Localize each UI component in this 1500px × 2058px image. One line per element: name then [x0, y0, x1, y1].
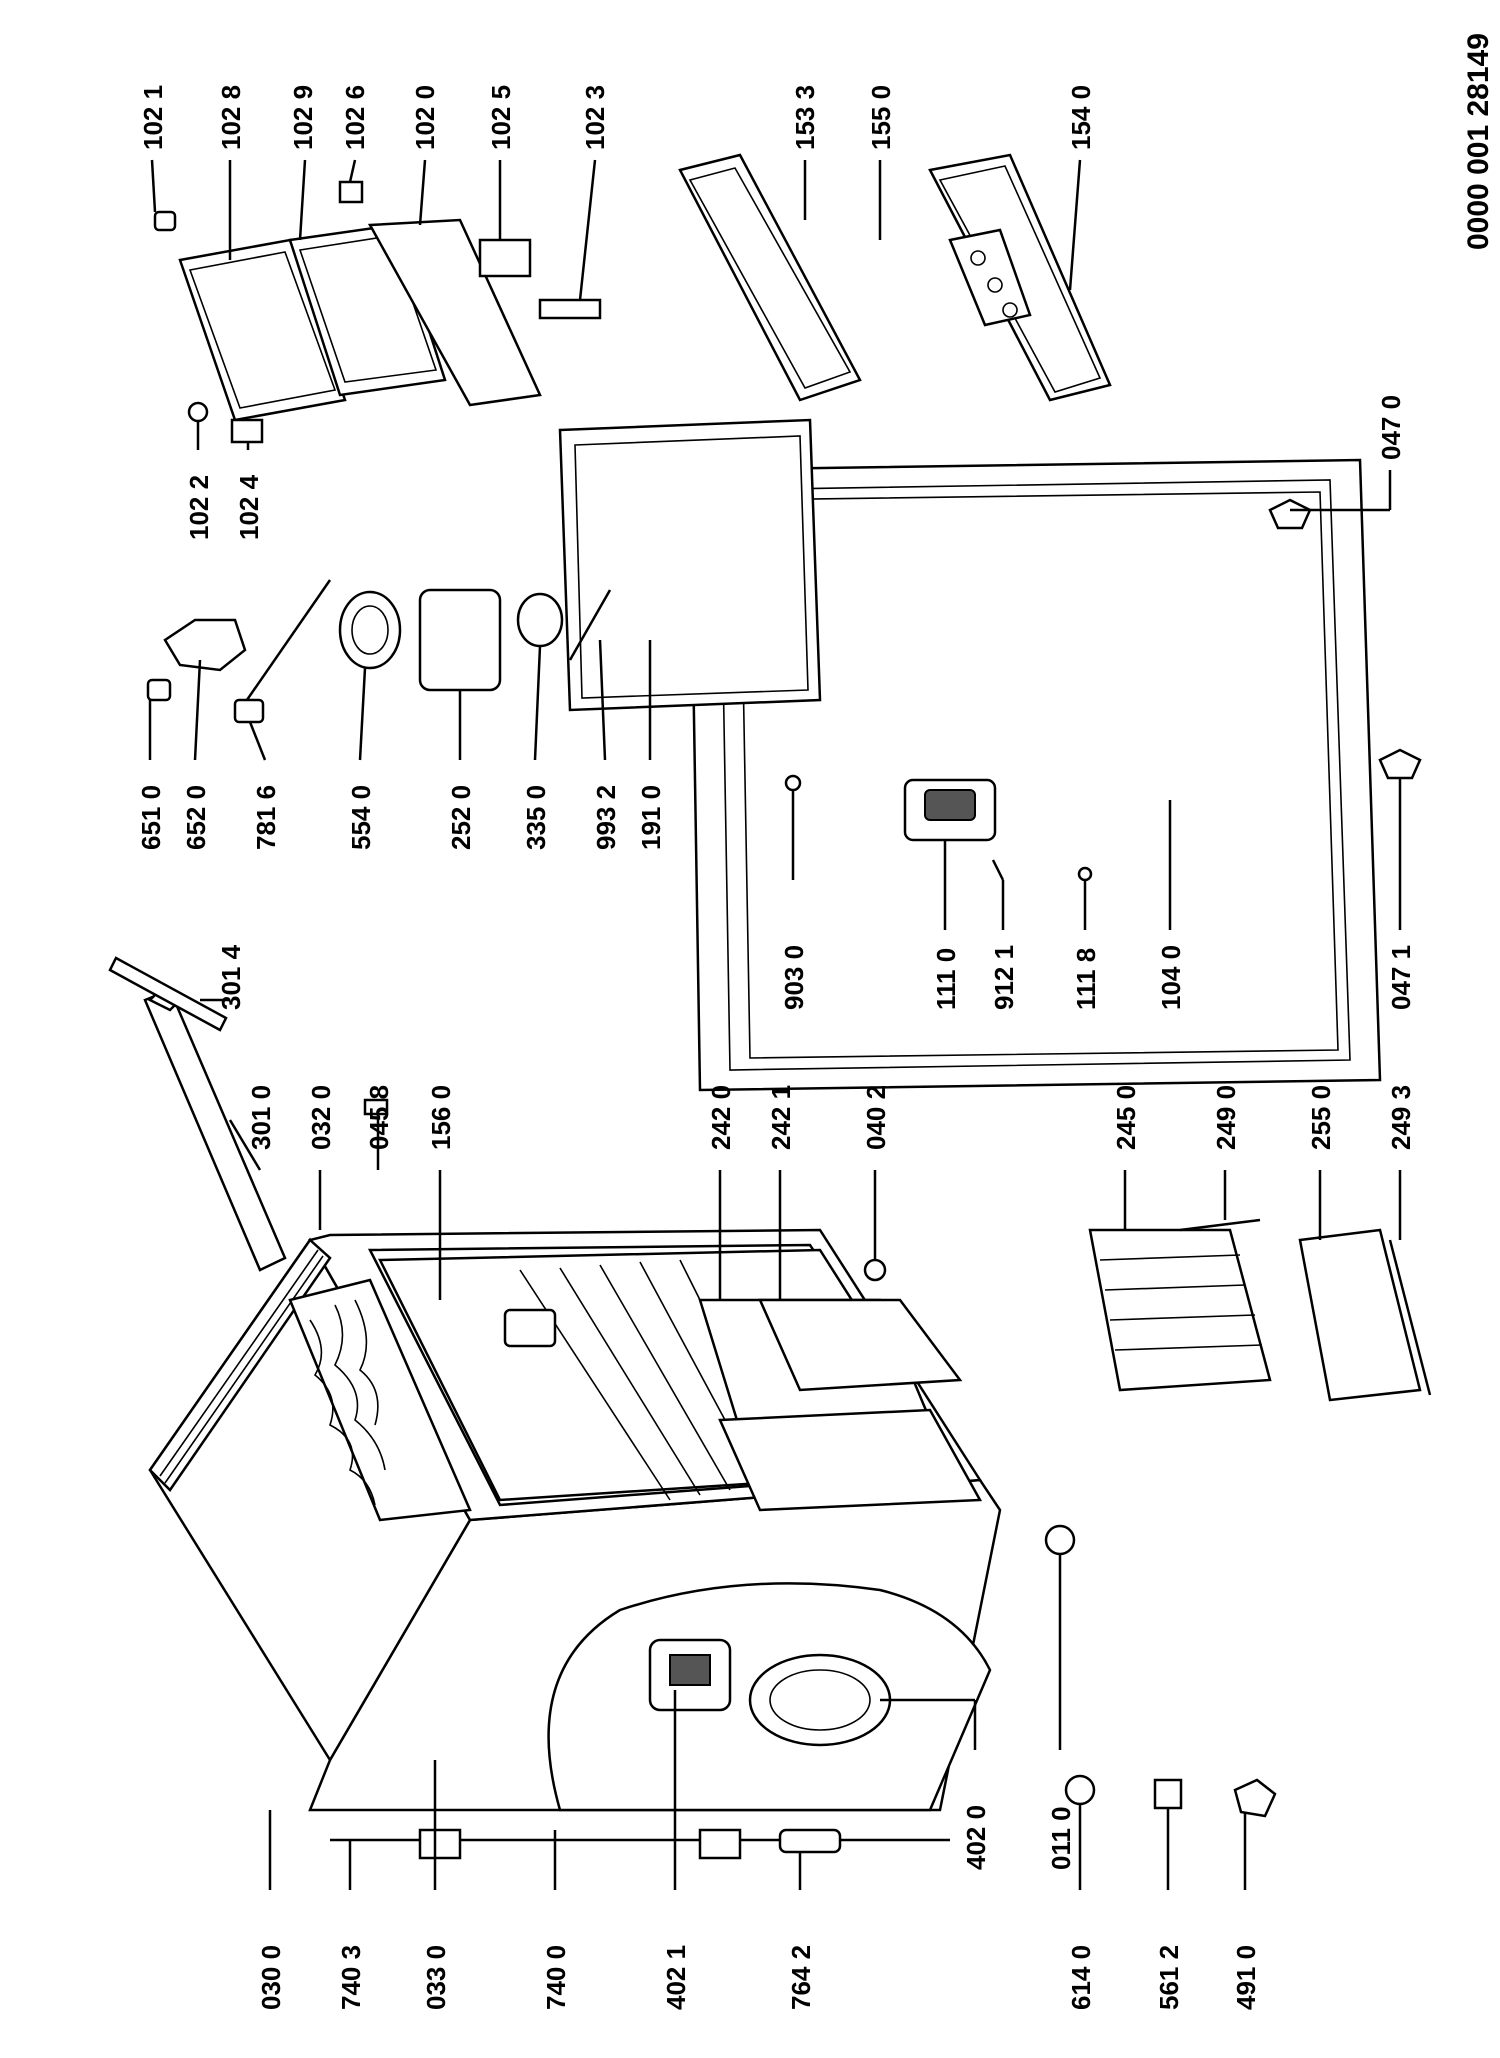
- label-045-8: 045 8: [364, 1085, 394, 1150]
- label-102-1: 102 1: [138, 85, 168, 150]
- part-045-8: [363, 1098, 389, 1116]
- label-102-3: 102 3: [580, 85, 610, 150]
- part-156-0: [503, 1308, 557, 1348]
- label-252-0: 252 0: [446, 785, 476, 850]
- part-561-2: [1153, 1778, 1183, 1810]
- label-554-0: 554 0: [346, 785, 376, 850]
- label-102-0: 102 0: [410, 85, 440, 150]
- label-102-2: 102 2: [184, 475, 214, 540]
- label-245-0: 245 0: [1111, 1085, 1141, 1150]
- label-764-2: 764 2: [786, 1945, 816, 2010]
- part-252-0: [418, 588, 502, 692]
- part-651-0: [146, 678, 172, 702]
- label-903-0: 903 0: [779, 945, 809, 1010]
- label-249-3: 249 3: [1386, 1085, 1416, 1150]
- label-033-0: 033 0: [421, 1945, 451, 2010]
- label-561-2: 561 2: [1154, 1945, 1184, 2010]
- part-335-0: [516, 592, 564, 648]
- part-614-0: [1064, 1774, 1096, 1806]
- part-554-0: [338, 590, 402, 670]
- label-614-0: 614 0: [1066, 1945, 1096, 2010]
- door-shelves: [153, 153, 1112, 444]
- label-047-0: 047 0: [1376, 395, 1406, 460]
- label-030-0: 030 0: [256, 1945, 286, 2010]
- part-102-1: [153, 210, 177, 232]
- label-102-4: 102 4: [234, 474, 264, 540]
- part-102-6: [338, 180, 364, 204]
- compressor-compartment: [547, 1582, 992, 1812]
- label-102-9: 102 9: [288, 85, 318, 150]
- label-402-1: 402 1: [661, 1945, 691, 2010]
- label-249-0: 249 0: [1211, 1085, 1241, 1150]
- kickplate-parts: [108, 956, 287, 1272]
- label-047-1: 047 1: [1386, 945, 1416, 1010]
- label-102-5: 102 5: [486, 85, 516, 150]
- label-156-0: 156 0: [426, 1085, 456, 1150]
- label-111-8: 111 8: [1071, 948, 1101, 1010]
- label-102-6: 102 6: [340, 85, 370, 150]
- label-104-0: 104 0: [1156, 945, 1186, 1010]
- freezer-plate: [288, 1278, 472, 1522]
- label-402-0: 402 0: [961, 1805, 991, 1870]
- part-912-1: [991, 859, 1005, 881]
- part-652-0: [163, 618, 247, 672]
- crisper-drawers: [698, 1298, 983, 1512]
- shelves: [1088, 1218, 1432, 1402]
- drawing-number: 0000 001 28149: [1462, 33, 1495, 250]
- label-111-0: 111 0: [931, 948, 961, 1010]
- door-assembly: [558, 418, 1382, 1092]
- part-491-0: [1233, 1778, 1277, 1818]
- part-047-1: [1378, 748, 1422, 780]
- part-993-2: [568, 589, 612, 661]
- control-parts: [146, 498, 1422, 882]
- lid-grille: [148, 1238, 332, 1492]
- part-111-8: [1077, 866, 1093, 882]
- label-912-1: 912 1: [989, 945, 1019, 1010]
- label-740-0: 740 0: [541, 1945, 571, 2010]
- label-255-0: 255 0: [1306, 1085, 1336, 1150]
- label-993-2: 993 2: [591, 785, 621, 850]
- label-335-0: 335 0: [521, 785, 551, 850]
- label-155-0: 155 0: [866, 85, 896, 150]
- part-labels: 102 1 102 8 102 9 102 6 102 0 102 5 102 …: [136, 85, 1416, 2010]
- label-102-8: 102 8: [216, 85, 246, 150]
- part-102-5: [478, 238, 532, 278]
- label-154-0: 154 0: [1066, 85, 1096, 150]
- label-242-0: 242 0: [706, 1085, 736, 1150]
- label-032-0: 032 0: [306, 1085, 336, 1150]
- label-740-3: 740 3: [336, 1945, 366, 2010]
- label-153-3: 153 3: [790, 85, 820, 150]
- label-652-0: 652 0: [181, 785, 211, 850]
- part-040-2: [863, 1258, 887, 1282]
- label-301-0: 301 0: [246, 1085, 276, 1150]
- part-102-3: [538, 298, 602, 320]
- label-242-1: 242 1: [766, 1085, 796, 1150]
- cabinet-body: [148, 1228, 1002, 1860]
- label-301-4: 301 4: [216, 944, 246, 1010]
- label-781-6: 781 6: [251, 785, 281, 850]
- label-040-2: 040 2: [861, 1085, 891, 1150]
- leader-lines: [148, 159, 1402, 1890]
- label-191-0: 191 0: [636, 785, 666, 850]
- label-011-0: 011 0: [1046, 1806, 1076, 1870]
- part-102-2: [187, 401, 209, 423]
- part-011-0: [1044, 1524, 1076, 1556]
- part-903-0: [784, 774, 802, 792]
- part-781-6: [233, 698, 265, 724]
- part-102-4: [230, 418, 264, 444]
- label-491-0: 491 0: [1231, 1945, 1261, 2010]
- label-651-0: 651 0: [136, 785, 166, 850]
- part-047-0: [1268, 498, 1312, 530]
